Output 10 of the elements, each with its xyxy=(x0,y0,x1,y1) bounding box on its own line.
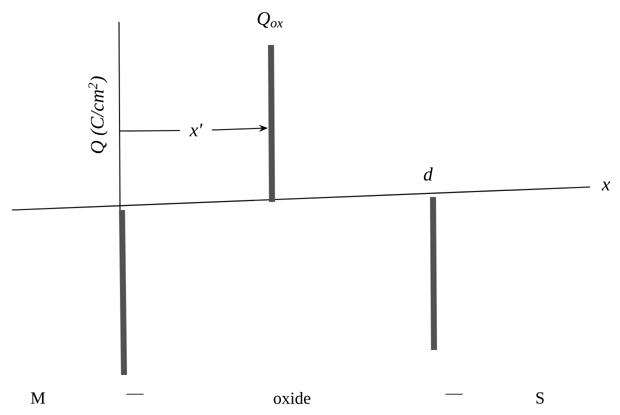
axis-label: Q (C/cm$^{2}$) xyxy=(88,76,108,154)
charge-label: Q$_{ox}$ xyxy=(258,12,283,28)
position-label: d xyxy=(424,167,433,181)
dimension-label: x′ xyxy=(189,124,203,136)
region-label: M xyxy=(30,392,46,404)
separator-dash: — xyxy=(445,394,463,395)
region-label: S xyxy=(536,392,544,404)
axis-label: x xyxy=(602,182,610,190)
region-label: oxide xyxy=(274,392,310,404)
separator-dash: — xyxy=(126,394,144,395)
